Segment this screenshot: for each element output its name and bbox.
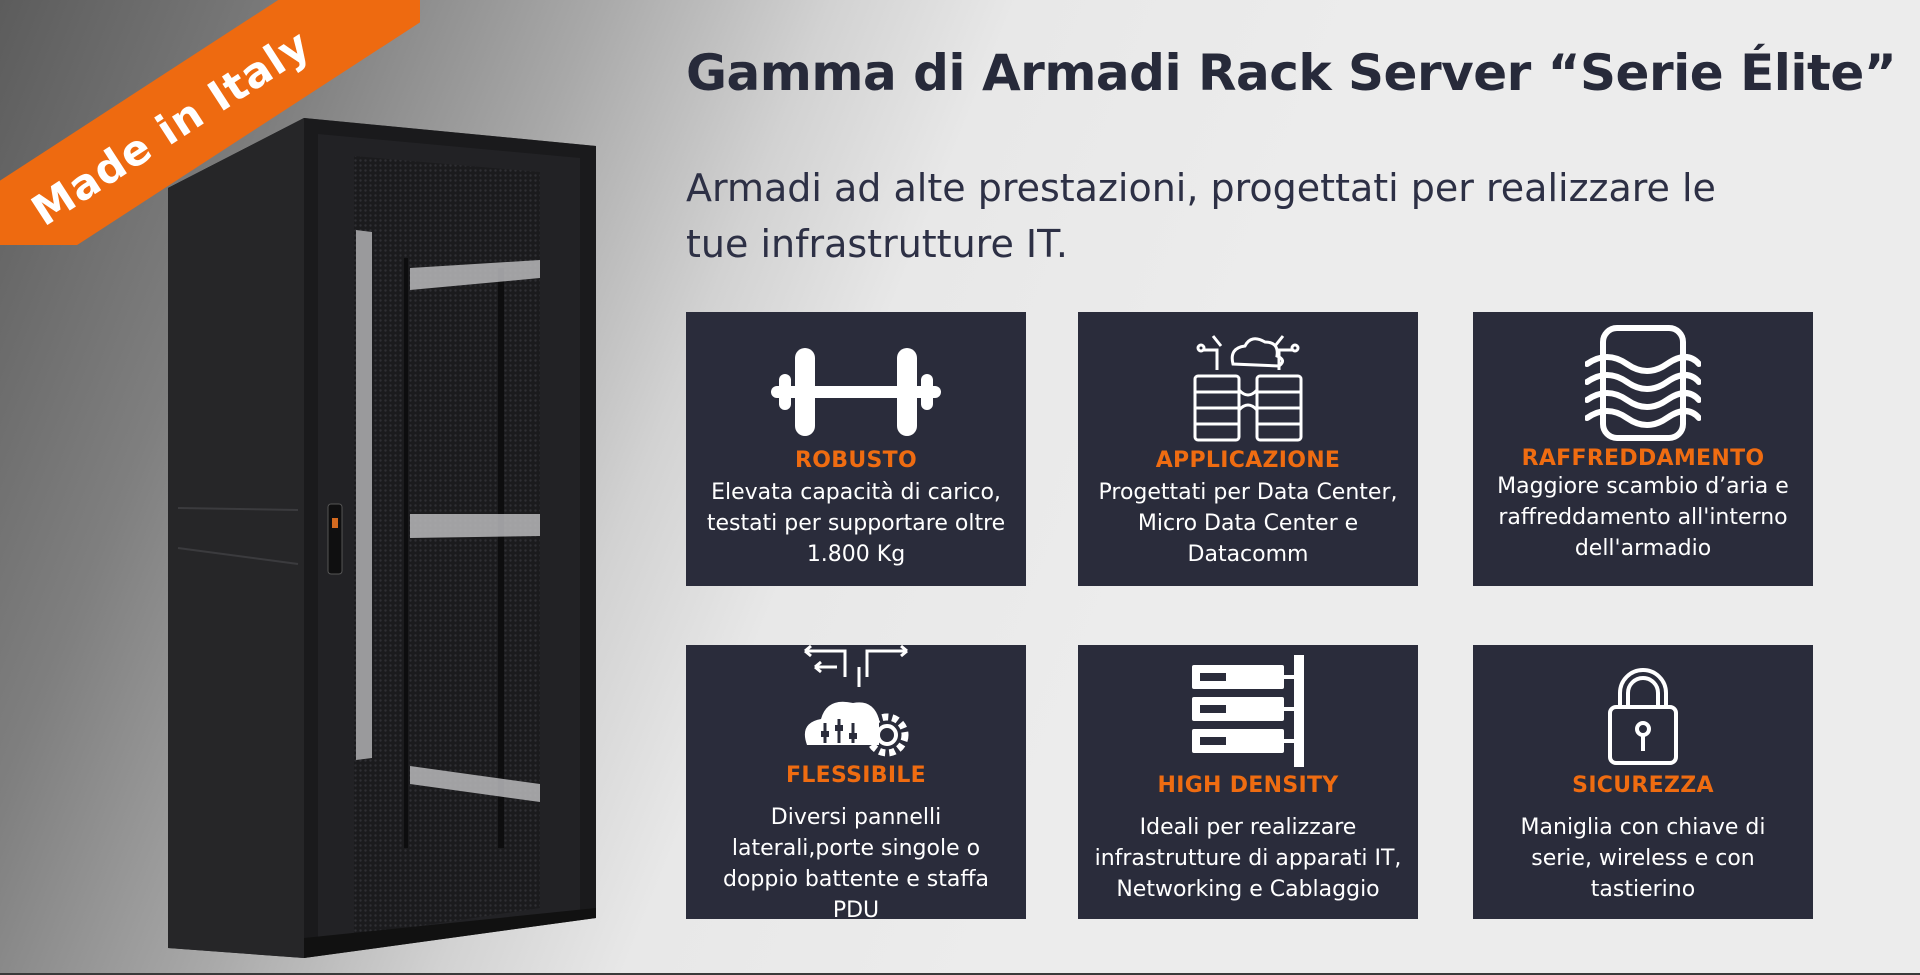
feature-card-robusto: ROBUSTO Elevata capacità di carico, test… xyxy=(686,312,1026,586)
feature-description: Maniglia con chiave di serie, wireless e… xyxy=(1520,815,1766,902)
feature-title: RAFFREDDAMENTO xyxy=(1521,446,1765,471)
feature-title: SICUREZZA xyxy=(1572,773,1714,798)
feature-description: Elevata capacità di carico, testati per … xyxy=(706,480,1006,567)
feature-card-sicurezza: SICUREZZA Maniglia con chiave di serie, … xyxy=(1473,645,1813,919)
cooling-airflow-icon xyxy=(1585,325,1701,441)
feature-card-raffreddamento: RAFFREDDAMENTO Maggiore scambio d’aria e… xyxy=(1473,312,1813,586)
feature-description: Diversi pannelli laterali,porte singole … xyxy=(723,805,989,923)
page-title: Gamma di Armadi Rack Server “Serie Élite… xyxy=(686,44,1897,102)
feature-description: Maggiore scambio d’aria e raffreddamento… xyxy=(1497,474,1789,561)
rack-cabinet-image xyxy=(168,118,596,958)
feature-title: APPLICAZIONE xyxy=(1155,448,1341,473)
feature-description: Ideali per realizzare infrastrutture di … xyxy=(1094,815,1402,902)
feature-title: FLESSIBILE xyxy=(786,763,926,788)
feature-description: Progettati per Data Center, Micro Data C… xyxy=(1098,480,1398,567)
cloud-server-icon xyxy=(1193,335,1303,442)
feature-title: HIGH DENSITY xyxy=(1157,773,1339,798)
cloud-settings-icon xyxy=(804,645,909,757)
feature-card-applicazione: APPLICAZIONE Progettati per Data Center,… xyxy=(1078,312,1418,586)
feature-title: ROBUSTO xyxy=(795,448,917,473)
padlock-icon xyxy=(1608,668,1678,765)
bottom-border xyxy=(0,973,1920,975)
dumbbell-icon xyxy=(771,348,941,436)
feature-card-high-density: HIGH DENSITY Ideali per realizzare infra… xyxy=(1078,645,1418,919)
server-stack-icon xyxy=(1192,655,1304,767)
feature-card-flessibile: FLESSIBILE Diversi pannelli laterali,por… xyxy=(686,645,1026,923)
page-subtitle: Armadi ad alte prestazioni, progettati p… xyxy=(686,166,1716,266)
